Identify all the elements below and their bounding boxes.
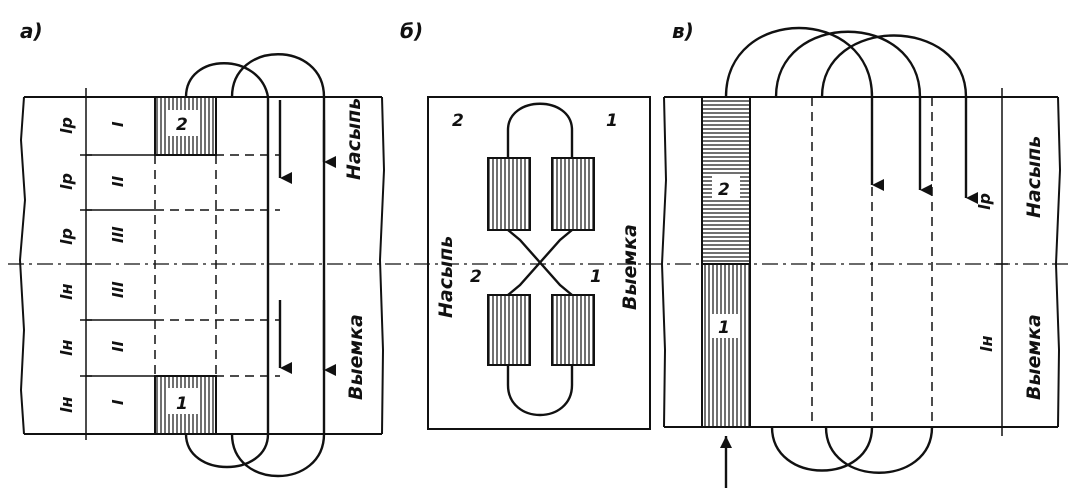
band-label-2: II	[109, 175, 127, 187]
panel-b-zone-fill: Насыпь	[435, 236, 457, 318]
panel-b-block-top-left	[487, 157, 531, 231]
band-label-4: III	[109, 281, 127, 298]
panel-b-zone-cut: Выемка	[619, 224, 641, 310]
panel-a-block-2-label-bg	[168, 110, 198, 136]
panel-c-movement-path	[720, 26, 978, 488]
panel-c-dimension-column	[996, 88, 1008, 436]
panel-c-label: в)	[672, 19, 694, 43]
panel-a-block-1-number: 1	[176, 394, 188, 414]
panel-b-frame	[427, 96, 651, 430]
panel-c: в) 2 1	[660, 19, 1062, 488]
panel-c-zone-fill: Насыпь	[1023, 136, 1045, 218]
panel-c-block-1	[701, 263, 751, 428]
panel-b: б) 2 1 2 1 Насыпь Выемка	[400, 19, 651, 430]
band-label-5: II	[109, 340, 127, 352]
panel-c-lanes	[811, 97, 933, 427]
dim-label-1: lр	[57, 117, 76, 134]
panel-b-block-bottom-left	[487, 294, 531, 366]
panel-b-number-mid-left: 2	[470, 267, 482, 287]
panel-b-block-bottom-right	[551, 294, 595, 366]
panel-c-block-1-number: 1	[718, 318, 730, 338]
panel-a-band-lines	[86, 154, 155, 377]
dim-label-4: lн	[57, 283, 76, 300]
panel-c-dim-cut: lн	[977, 335, 996, 352]
band-label-3: III	[109, 226, 127, 243]
panel-a-zone-cut: Выемка	[345, 314, 367, 400]
panel-b-label: б)	[400, 19, 423, 43]
panel-a-block-1-label-bg	[168, 388, 198, 414]
panel-a-zone-fill: Насыпь	[343, 98, 365, 180]
dim-label-3: lр	[57, 228, 76, 245]
panel-b-route	[506, 102, 574, 417]
panel-b-number-top-right: 1	[606, 111, 618, 131]
panel-b-number-mid-right: 1	[590, 267, 602, 287]
panel-b-block-top-right	[551, 157, 595, 231]
dim-label-6: lн	[57, 396, 76, 413]
panel-c-dim-fill: lр	[975, 193, 994, 210]
dim-label-5: lн	[57, 339, 76, 356]
panel-a-movement-path	[184, 53, 336, 478]
band-label-1: I	[109, 121, 127, 127]
panel-c-block-2-number: 2	[718, 180, 730, 200]
panel-a-label: а)	[20, 19, 43, 43]
panel-c-zone-cut: Выемка	[1023, 314, 1045, 400]
panel-c-block-1-label-bg	[712, 314, 740, 338]
panel-c-block-2-label-bg	[712, 176, 740, 200]
band-label-6: I	[109, 399, 127, 405]
panel-b-number-top-left: 2	[452, 111, 464, 131]
panel-a: а)	[8, 19, 1072, 478]
dim-label-2: lр	[57, 173, 76, 190]
panel-a-block-2-number: 2	[176, 115, 188, 135]
